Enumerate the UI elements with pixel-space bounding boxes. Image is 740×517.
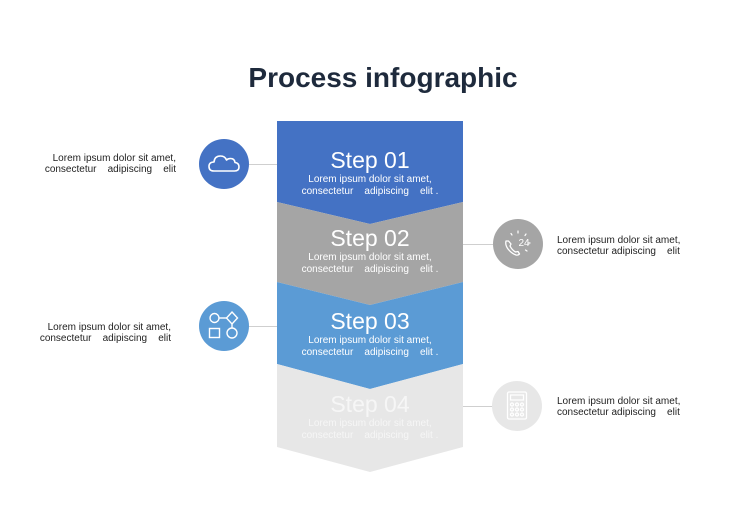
- side-note-3: Lorem ipsum dolor sit amet, consectetur …: [15, 322, 171, 344]
- step-1-shape: [277, 121, 463, 224]
- side-note-3-line2: consectetur adipiscing elit: [39, 333, 171, 344]
- flowchart-icon: [199, 301, 249, 351]
- step-1-desc-line2: consectetur adipiscing elit .: [301, 186, 439, 197]
- side-note-4: Lorem ipsum dolor sit amet, consectetur …: [557, 396, 727, 418]
- step-4-title: Step 04: [330, 391, 410, 417]
- connector-line-3: [248, 326, 277, 327]
- side-note-4-line1: Lorem ipsum dolor sit amet,: [557, 396, 681, 407]
- connector-line-2: [463, 244, 493, 245]
- step-2-shape: [277, 202, 463, 305]
- connector-line-4: [463, 406, 493, 407]
- step-1-desc-line1: Lorem ipsum dolor sit amet,: [308, 174, 432, 185]
- step-3-desc-line2: consectetur adipiscing elit .: [301, 347, 439, 358]
- step-2-title: Step 02: [330, 225, 410, 251]
- side-note-1-line1: Lorem ipsum dolor sit amet,: [52, 153, 176, 164]
- step-4-desc-line2: consectetur adipiscing elit .: [301, 430, 439, 441]
- step-1: Step 01 Lorem ipsum dolor sit amet, cons…: [277, 147, 463, 197]
- connector-line-1: [248, 164, 277, 165]
- phone-24-icon-label: 24: [519, 238, 531, 249]
- step-2: Step 02 Lorem ipsum dolor sit amet, cons…: [277, 225, 463, 275]
- step-3: Step 03 Lorem ipsum dolor sit amet, cons…: [277, 308, 463, 358]
- page-title: Process infographic: [248, 62, 518, 93]
- step-3-shape: [277, 282, 463, 389]
- step-2-desc-line1: Lorem ipsum dolor sit amet,: [308, 252, 432, 263]
- cloud-icon: [199, 139, 249, 189]
- step-3-desc-line1: Lorem ipsum dolor sit amet,: [308, 335, 432, 346]
- side-note-3-line1: Lorem ipsum dolor sit amet,: [47, 322, 171, 333]
- side-note-1: Lorem ipsum dolor sit amet, consectetur …: [20, 153, 176, 175]
- side-note-4-line2: consectetur adipiscing elit: [557, 407, 680, 418]
- side-note-2-line1: Lorem ipsum dolor sit amet,: [557, 235, 681, 246]
- step-2-desc-line2: consectetur adipiscing elit .: [301, 264, 439, 275]
- step-4-desc-line1: Lorem ipsum dolor sit amet,: [308, 418, 432, 429]
- step-1-title: Step 01: [330, 147, 410, 173]
- calculator-icon: [492, 381, 542, 431]
- side-note-2-line2: consectetur adipiscing elit: [557, 246, 680, 257]
- step-4: Step 04 Lorem ipsum dolor sit amet, cons…: [277, 391, 463, 441]
- step-4-shape: [277, 364, 463, 472]
- side-note-1-line2: consectetur adipiscing elit: [44, 164, 176, 175]
- step-3-title: Step 03: [330, 308, 410, 334]
- side-note-2: Lorem ipsum dolor sit amet, consectetur …: [557, 235, 727, 257]
- phone-24-icon: 24: [493, 219, 543, 269]
